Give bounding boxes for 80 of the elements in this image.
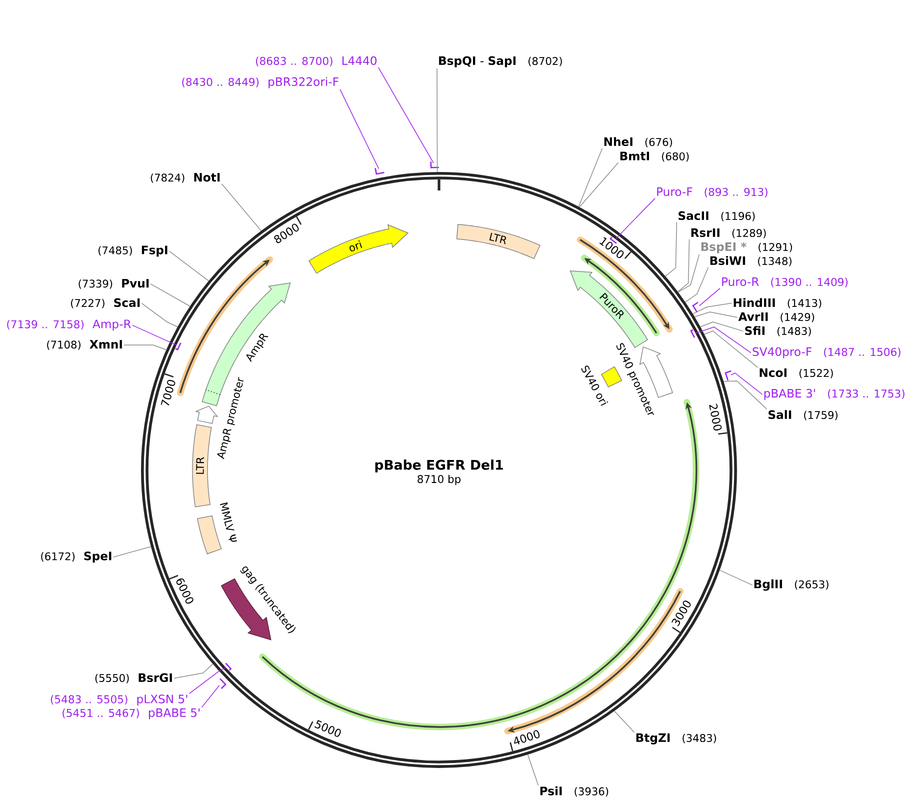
primer-label: Puro-R (1390 .. 1409) — [722, 277, 848, 288]
enzyme-label: BglII (2653) — [754, 579, 828, 591]
primer-label: (8430 .. 8449) pBR322ori-F — [182, 77, 338, 88]
leader-line — [664, 222, 678, 277]
leader-line — [221, 184, 262, 232]
leader-line — [704, 330, 758, 368]
plasmid-name: pBabe EGFR Del1 — [375, 460, 503, 472]
leader-line — [168, 250, 210, 282]
leader-line — [150, 284, 190, 307]
tick-label: 4000 — [514, 730, 540, 744]
leader-line — [579, 162, 619, 208]
primer-mark — [724, 370, 732, 381]
leader-line — [174, 664, 214, 679]
primer-label: pBABE 3' (1733 .. 1753) — [764, 388, 904, 400]
leader-line — [188, 667, 226, 694]
leader-line — [527, 754, 539, 786]
enzyme-label: (6172) SpeI — [41, 552, 112, 563]
leader-line — [378, 66, 434, 164]
primer-label: (7139 .. 7158) Amp-R — [7, 320, 131, 331]
primer-mark — [692, 302, 698, 313]
leader-line — [730, 372, 763, 395]
enzyme-label: (7485) FspI — [98, 246, 168, 257]
enzyme-label: BspQI - SapI (8702) — [439, 56, 562, 68]
primer-mark — [610, 236, 617, 244]
leader-line — [578, 148, 603, 208]
primer-mark — [225, 662, 232, 671]
primer-mark — [175, 342, 182, 351]
primer-label: (5483 .. 5505) pLXSN 5' — [50, 694, 188, 706]
enzyme-label: BspEI * (1291) — [701, 242, 792, 254]
enzyme-label: BtgZI (3483) — [636, 733, 716, 744]
primer-mark — [220, 678, 226, 690]
feature-box: LTR — [192, 424, 212, 508]
primer-label: Puro-F (893 .. 913) — [657, 187, 768, 198]
enzyme-label: (7824) NotI — [150, 173, 220, 183]
enzyme-label: NcoI (1522) — [760, 368, 833, 378]
leader-line — [723, 380, 768, 410]
node-label: MMLV Ψ — [220, 502, 238, 542]
leader-line — [112, 546, 152, 558]
enzyme-label: SalI (1759) — [768, 410, 838, 420]
leader-line — [677, 238, 690, 292]
leader-line — [698, 288, 720, 306]
size-label: 8710 bp — [418, 474, 461, 486]
leader-line — [141, 302, 178, 328]
enzyme-label: BsiWI (1348) — [710, 256, 792, 266]
enzyme-label: (7339) PvuI — [78, 279, 149, 289]
primer-mark — [374, 168, 384, 175]
enzyme-label: RsrII (1289) — [691, 228, 766, 238]
leader-line — [201, 685, 220, 708]
enzyme-label: HindIII (1413) — [734, 298, 822, 308]
primer-mark — [430, 162, 439, 168]
enzyme-label: BmtI (680) — [620, 152, 689, 162]
leader-line — [678, 254, 700, 293]
leader-line — [614, 710, 635, 733]
enzyme-label: NheI (676) — [604, 137, 672, 148]
leader-line — [695, 326, 752, 354]
tick-label: 2000 — [709, 404, 722, 430]
leader-line — [436, 68, 438, 172]
leader-line — [719, 570, 753, 586]
primer-label: (5451 .. 5467) pBABE 5' — [62, 708, 200, 720]
leader-line — [692, 302, 732, 314]
enzyme-label: SacII (1196) — [678, 211, 755, 222]
enzyme-label: (7108) XmnI — [47, 340, 122, 350]
tick-label: 6000 — [176, 578, 194, 604]
primer-label: SV40pro-F (1487 .. 1506) — [752, 347, 900, 358]
tick-label: 5000 — [314, 720, 341, 737]
enzyme-label: SfiI (1483) — [745, 326, 811, 336]
leader-line — [124, 344, 167, 350]
primer-mark — [690, 329, 696, 338]
leader-line — [684, 266, 709, 303]
enzyme-label: AvrII (1429) — [738, 312, 814, 322]
leader-line — [694, 312, 738, 318]
primer-label: (8683 .. 8700) L4440 — [256, 56, 377, 66]
tick-label: 7000 — [160, 380, 176, 406]
enzyme-label: PsiI (3936) — [540, 786, 608, 797]
feature-box: LTR — [456, 224, 540, 260]
enzyme-label: (7227) ScaI — [71, 298, 140, 308]
enzyme-label: (5550) BsrGI — [95, 673, 172, 684]
leader-line — [616, 198, 656, 239]
leader-line — [700, 322, 744, 332]
leader-line — [132, 324, 177, 346]
